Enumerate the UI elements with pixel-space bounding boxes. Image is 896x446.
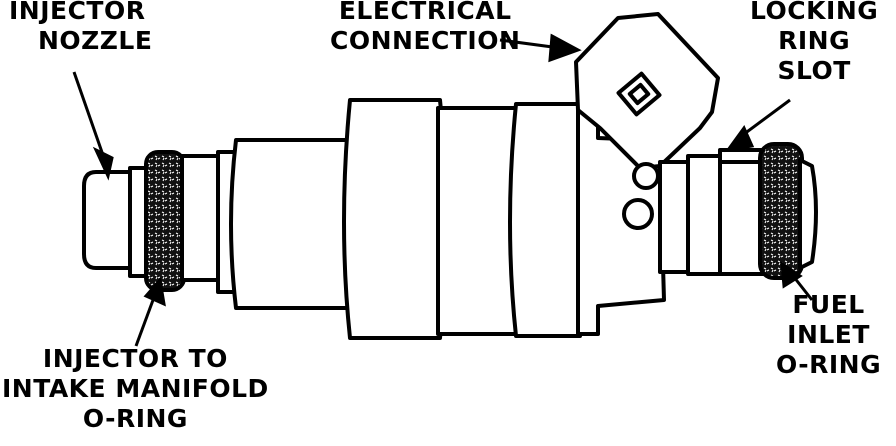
connector-hole-upper bbox=[632, 162, 660, 190]
label-manifold-oring: INJECTOR TO INTAKE MANIFOLD O-RING bbox=[2, 344, 269, 433]
injector-body bbox=[82, 12, 818, 340]
connector-hole-lower bbox=[622, 198, 654, 230]
fuel-inlet-cap bbox=[798, 158, 818, 270]
nozzle-tip bbox=[82, 170, 134, 270]
label-electrical-connection: ELECTRICAL CONNECTION bbox=[330, 0, 521, 55]
right-neck bbox=[658, 160, 692, 274]
label-injector-nozzle: INJECTOR NOZZLE bbox=[8, 0, 153, 55]
main-body-right bbox=[508, 102, 582, 338]
fuel-inlet-oring bbox=[758, 142, 804, 280]
left-shoulder bbox=[180, 154, 222, 282]
right-shoulder bbox=[686, 154, 724, 276]
body-center bbox=[436, 106, 520, 336]
label-fuel-inlet-oring: FUEL INLET O-RING bbox=[776, 290, 882, 379]
intake-manifold-oring bbox=[144, 150, 186, 292]
main-body-left bbox=[229, 138, 352, 310]
leader-lines bbox=[72, 33, 814, 347]
label-locking-ring-slot: LOCKING RING SLOT bbox=[750, 0, 879, 85]
main-body-barrel bbox=[342, 98, 448, 340]
